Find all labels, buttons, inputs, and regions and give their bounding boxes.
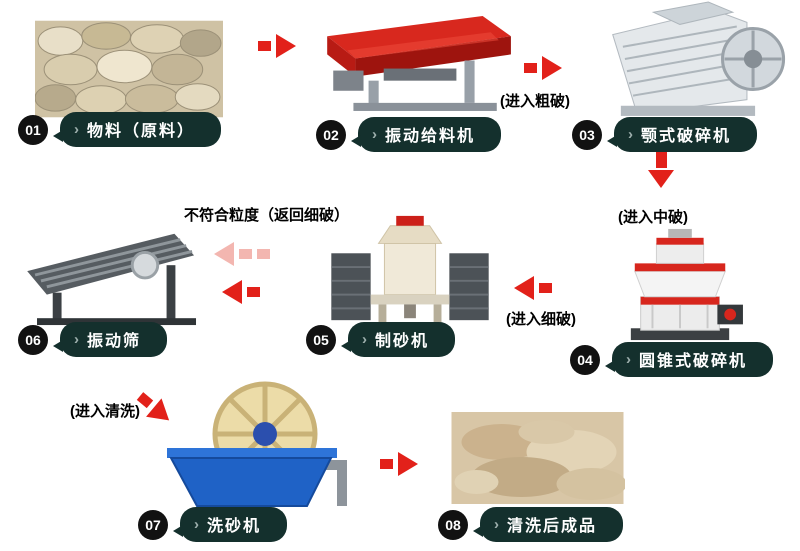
chevron-right-icon: ›	[74, 120, 79, 138]
note-enter-washing: (进入清洗)	[70, 403, 140, 420]
chevron-right-icon: ›	[194, 515, 199, 533]
step-number: 01	[18, 114, 48, 145]
step-number: 07	[138, 509, 168, 540]
step-label: › 制砂机	[340, 322, 456, 357]
vibrating-feeder-image	[310, 10, 518, 116]
step-number: 02	[316, 119, 346, 150]
chevron-right-icon: ›	[628, 125, 633, 143]
step-label: › 清洗后成品	[472, 507, 624, 542]
sand-washer-image	[162, 378, 354, 512]
step-tag-sand-washer: 07 › 洗砂机	[138, 507, 288, 542]
step-number: 05	[306, 324, 336, 355]
step-tag-vibrating-feeder: 02 › 振动给料机	[316, 117, 502, 152]
note-enter-coarse-crushing: (进入粗破)	[500, 93, 570, 110]
step-tag-raw-material: 01 › 物料（原料）	[18, 112, 222, 147]
step-label: › 振动给料机	[350, 117, 502, 152]
step-tag-cone-crusher: 04 › 圆锥式破碎机	[570, 342, 774, 377]
step-tag-jaw-crusher: 03 › 颚式破碎机	[572, 117, 758, 152]
step-label: › 振动筛	[52, 322, 168, 357]
finished-product-image	[450, 412, 625, 504]
step-label-text: 颚式破碎机	[641, 128, 732, 145]
step-label: › 圆锥式破碎机	[604, 342, 774, 377]
step-label-text: 圆锥式破碎机	[639, 353, 748, 370]
vibrating-screen-image	[15, 222, 220, 328]
step-label-text: 物料（原料）	[87, 123, 196, 140]
step-label: › 洗砂机	[172, 507, 288, 542]
chevron-right-icon: ›	[626, 350, 631, 368]
step-number: 03	[572, 119, 602, 150]
note-return-to-fine-crushing: 不符合粒度（返回细破）	[184, 207, 350, 224]
step-tag-vibrating-screen: 06 › 振动筛	[18, 322, 168, 357]
step-tag-sand-making-machine: 05 › 制砂机	[306, 322, 456, 357]
step-label-text: 振动给料机	[385, 128, 476, 145]
jaw-crusher-image	[594, 0, 786, 120]
note-enter-medium-crushing: (进入中破)	[618, 209, 688, 226]
step-label: › 颚式破碎机	[606, 117, 758, 152]
chevron-right-icon: ›	[494, 515, 499, 533]
step-label: › 物料（原料）	[52, 112, 222, 147]
step-label-text: 洗砂机	[207, 518, 262, 535]
step-label-text: 清洗后成品	[507, 518, 598, 535]
chevron-right-icon: ›	[74, 330, 79, 348]
note-enter-fine-crushing: (进入细破)	[506, 311, 576, 328]
cone-crusher-image	[612, 226, 750, 344]
step-number: 04	[570, 344, 600, 375]
arrow-sandmaker-to-screen	[222, 280, 260, 304]
step-label-text: 振动筛	[87, 333, 142, 350]
arrow-cone-to-sandmaker	[514, 276, 552, 300]
step-tag-finished-product: 08 › 清洗后成品	[438, 507, 624, 542]
arrow-feeder-to-jaw	[524, 56, 562, 80]
raw-material-image	[35, 20, 223, 118]
chevron-right-icon: ›	[372, 125, 377, 143]
arrow-washer-to-product	[380, 452, 418, 476]
chevron-right-icon: ›	[362, 330, 367, 348]
step-number: 08	[438, 509, 468, 540]
step-number: 06	[18, 324, 48, 355]
step-label-text: 制砂机	[375, 333, 430, 350]
arrow-return-dashed	[214, 242, 270, 266]
arrow-material-to-feeder	[258, 34, 296, 58]
sand-making-machine-image	[325, 210, 495, 330]
arrow-jaw-to-cone	[648, 152, 674, 188]
